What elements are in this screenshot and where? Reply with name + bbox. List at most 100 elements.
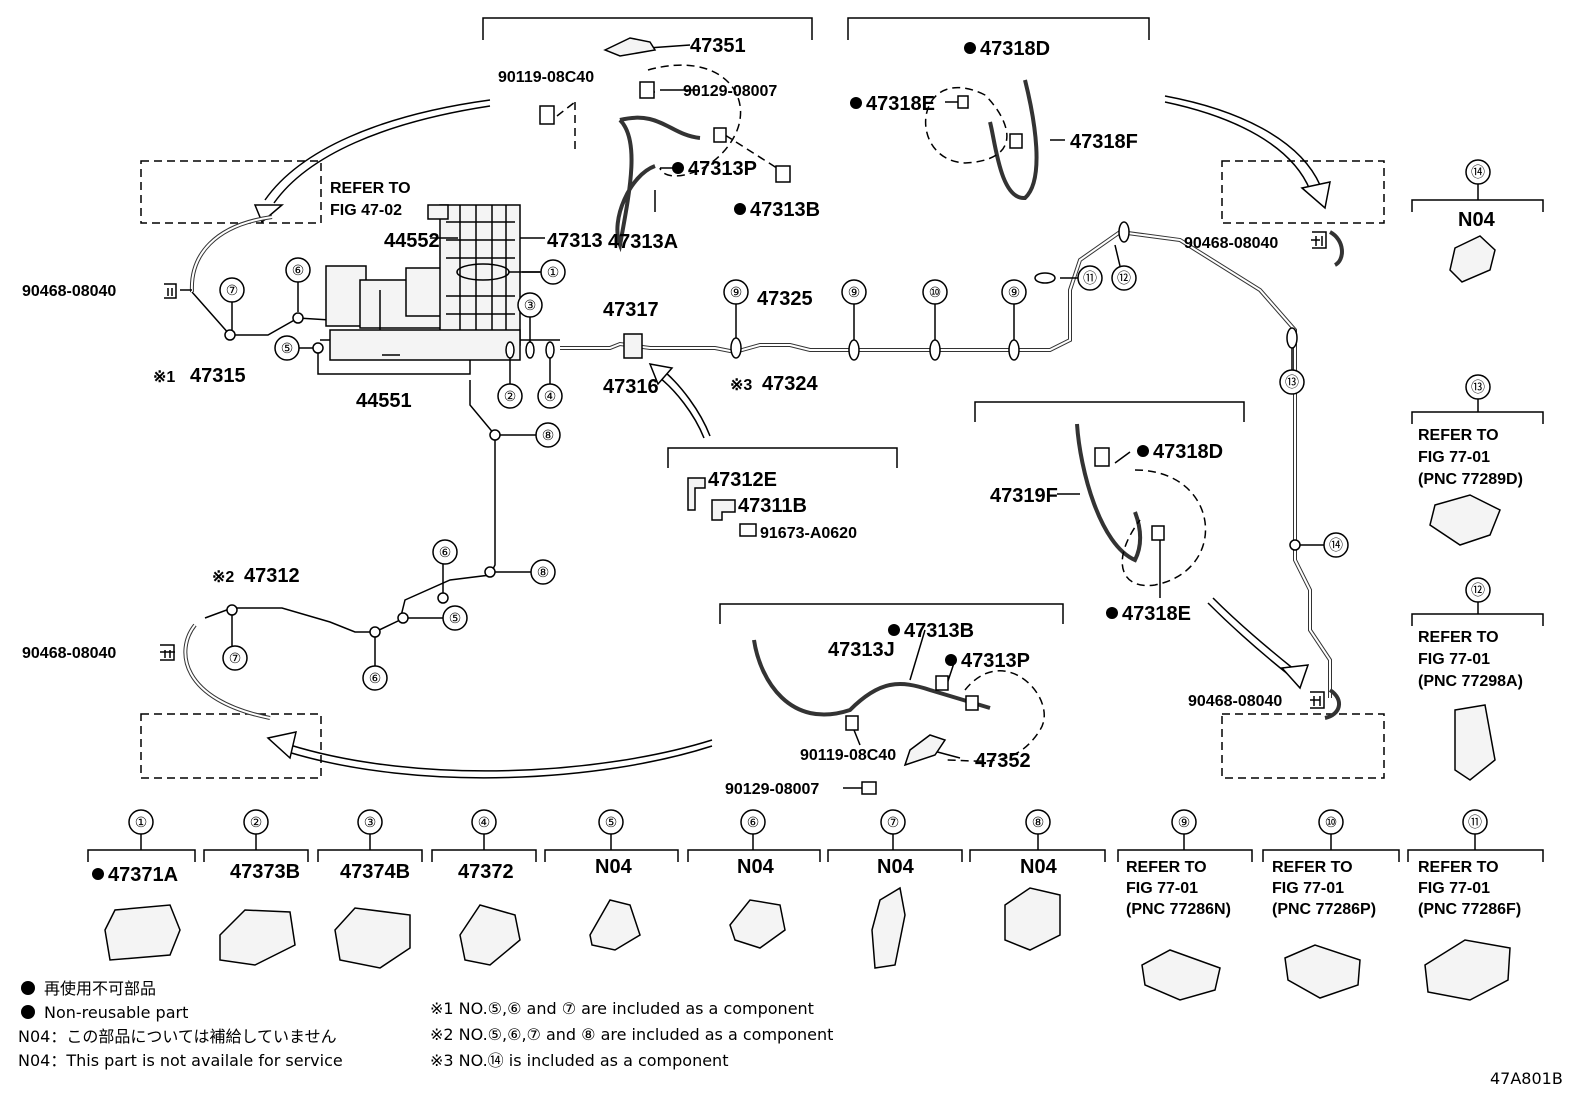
- svg-text:⑤: ⑤: [449, 610, 462, 626]
- svg-text:④: ④: [478, 814, 491, 830]
- svg-text:①: ①: [547, 264, 560, 280]
- label-47318D-top: 47318D: [980, 38, 1050, 60]
- svg-text:⑬: ⑬: [1471, 379, 1485, 395]
- footnote-2: ※2 NO.⑤,⑥,⑦ and ⑧ are included as a comp…: [430, 1025, 833, 1044]
- svg-text:REFER TO: REFER TO: [1272, 859, 1353, 876]
- svg-text:47371A: 47371A: [108, 864, 178, 886]
- label-47313B-low: 47313B: [904, 620, 974, 642]
- svg-text:⑧: ⑧: [537, 564, 550, 580]
- svg-text:(PNC 77286P): (PNC 77286P): [1272, 901, 1376, 918]
- legend-right: ⑭ N04 ⑬ REFER TO FIG 77-01 (PNC 77289D) …: [1411, 159, 1544, 781]
- label-47312E: 47312E: [708, 469, 777, 491]
- footnote-3: ※3 NO.⑭ is included as a component: [430, 1051, 728, 1070]
- svg-text:①: ①: [135, 814, 148, 830]
- bracket-top-center: [482, 17, 813, 40]
- label-90119-top: 90119-08C40: [498, 69, 594, 86]
- label-47313: 47313: [547, 230, 603, 252]
- svg-text:⑭: ⑭: [1471, 164, 1485, 180]
- label-90129-top: 90129-08007: [683, 83, 777, 100]
- legend-bottom: ① 47371A ② 47373B ③ 47374B ④ 47372 ⑤ N04…: [87, 809, 1544, 1001]
- svg-text:N04: N04: [737, 856, 775, 878]
- svg-text:(PNC 77298A): (PNC 77298A): [1418, 673, 1523, 690]
- label-47319F: 47319F: [990, 485, 1058, 507]
- label-47312: 47312: [244, 565, 300, 587]
- label-47313A: 47313A: [608, 231, 678, 253]
- svg-text:⑧: ⑧: [542, 427, 555, 443]
- svg-text:N04: N04: [1020, 856, 1058, 878]
- svg-text:FIG 77-01: FIG 77-01: [1418, 449, 1490, 466]
- svg-text:⑭: ⑭: [1329, 537, 1343, 553]
- footer-n04-en: N04：This part is not availale for servic…: [18, 1051, 343, 1070]
- nonreusable-mark: [1137, 445, 1149, 457]
- label-91673: 91673-A0620: [760, 525, 857, 542]
- svg-text:⑪: ⑪: [1468, 814, 1482, 830]
- svg-text:⑨: ⑨: [1178, 814, 1191, 830]
- svg-text:②: ②: [250, 814, 263, 830]
- svg-text:⑩: ⑩: [929, 284, 942, 300]
- label-47313P-low: 47313P: [961, 650, 1030, 672]
- svg-text:⑤: ⑤: [281, 340, 294, 356]
- ref-box-top-right: [1221, 160, 1385, 224]
- label-47318D-mid: 47318D: [1153, 441, 1223, 463]
- label-90119-low: 90119-08C40: [800, 747, 896, 764]
- label-47352: 47352: [975, 750, 1031, 772]
- svg-text:FIG 77-01: FIG 77-01: [1126, 880, 1198, 897]
- label-90468-right2: 90468-08040: [1188, 693, 1282, 710]
- svg-text:②: ②: [504, 388, 517, 404]
- label-47325: 47325: [757, 288, 813, 310]
- footer-nonreusable-jp: 再使用不可部品: [44, 979, 156, 998]
- svg-text:N04: N04: [877, 856, 915, 878]
- nonreusable-mark: [964, 42, 976, 54]
- nonreusable-mark: [888, 624, 900, 636]
- label-47324: 47324: [762, 373, 818, 395]
- label-44551: 44551: [356, 390, 412, 412]
- svg-text:⑬: ⑬: [1285, 374, 1299, 390]
- svg-text:⑫: ⑫: [1117, 270, 1131, 286]
- label-90129-low: 90129-08007: [725, 781, 819, 798]
- footer-notes: 再使用不可部品 Non-reusable part N04：この部品については補…: [18, 979, 1563, 1088]
- svg-text:⑦: ⑦: [887, 814, 900, 830]
- bracket-mid-right: [974, 401, 1245, 422]
- svg-text:⑧: ⑧: [1032, 814, 1045, 830]
- svg-text:47373B: 47373B: [230, 861, 300, 883]
- diagram-code: 47A801B: [1490, 1069, 1563, 1088]
- nonreusable-mark: [850, 97, 862, 109]
- nonreusable-mark: [945, 654, 957, 666]
- label-90468-right1: 90468-08040: [1184, 235, 1278, 252]
- svg-text:(PNC 77289D): (PNC 77289D): [1418, 471, 1523, 488]
- svg-text:⑥: ⑥: [747, 814, 760, 830]
- label-47318E-top: 47318E: [866, 93, 935, 115]
- svg-text:③: ③: [524, 297, 537, 313]
- label-47318F: 47318F: [1070, 131, 1138, 153]
- callout-circles: ① ② ③ ④ ⑤ ⑥ ⑦ ⑧ ⑨ ⑨ ⑩ ⑨ ⑪ ⑫ ⑬ ⑭ ⑥ ⑧ ⑤ ⑦ …: [219, 257, 1349, 691]
- refer-fig-47-02-fig: FIG 47-02: [330, 202, 402, 219]
- ref-box-bottom-left: [140, 713, 322, 779]
- svg-text:⑫: ⑫: [1471, 582, 1485, 598]
- svg-text:REFER TO: REFER TO: [1418, 629, 1499, 646]
- label-47313J: 47313J: [828, 639, 895, 661]
- label-47315: 47315: [190, 365, 246, 387]
- svg-text:REFER TO: REFER TO: [1418, 427, 1499, 444]
- svg-text:⑥: ⑥: [292, 262, 305, 278]
- svg-text:⑦: ⑦: [229, 650, 242, 666]
- note-mark-3: ※3: [730, 377, 752, 394]
- svg-text:⑦: ⑦: [226, 282, 239, 298]
- svg-text:47374B: 47374B: [340, 861, 410, 883]
- svg-text:(PNC 77286F): (PNC 77286F): [1418, 901, 1521, 918]
- label-90468-left1: 90468-08040: [22, 283, 116, 300]
- footnote-1: ※1 NO.⑤,⑥ and ⑦ are included as a compon…: [430, 999, 814, 1018]
- footer-nonreusable-en: Non-reusable part: [44, 1003, 188, 1022]
- label-44552: 44552: [384, 230, 440, 252]
- svg-text:⑥: ⑥: [369, 670, 382, 686]
- svg-text:47372: 47372: [458, 861, 514, 883]
- svg-text:N04: N04: [1458, 209, 1496, 231]
- label-47316: 47316: [603, 376, 659, 398]
- bracket-lower-center: [719, 603, 1064, 624]
- svg-text:⑨: ⑨: [730, 284, 743, 300]
- label-47313P-top: 47313P: [688, 158, 757, 180]
- label-47313B-top: 47313B: [750, 199, 820, 221]
- bracket-top-right: [847, 17, 1150, 40]
- label-90468-left2: 90468-08040: [22, 645, 116, 662]
- svg-text:③: ③: [364, 814, 377, 830]
